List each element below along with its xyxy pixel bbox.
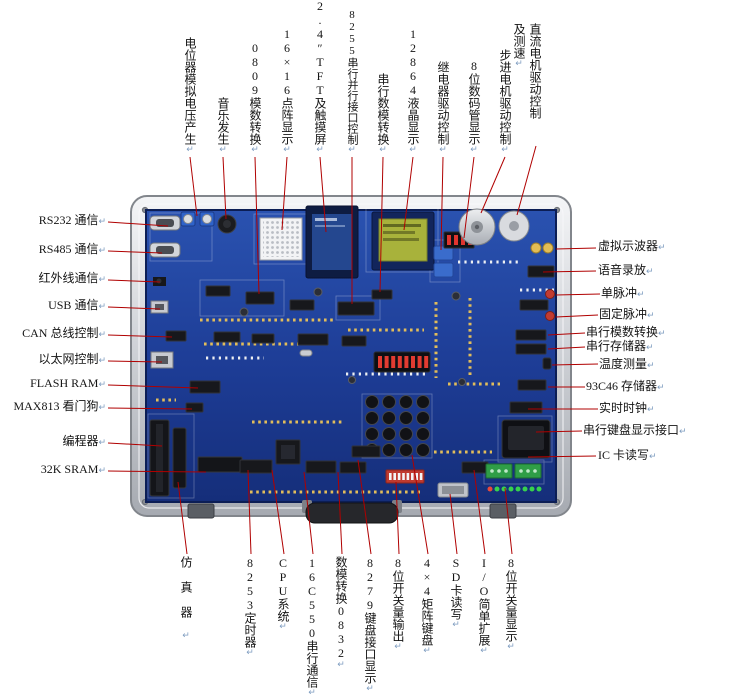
rs485-connector (149, 242, 181, 258)
label-16c550: 16C550串行通信↵ (305, 556, 319, 694)
pin-header-rows (156, 298, 500, 494)
label-fixed-pulse: 固定脉冲↵ (599, 307, 655, 321)
label-tft-touch: 2.4″TFT及触摸屏↵ (313, 0, 327, 155)
case-latch-right (489, 503, 517, 519)
temperature-sensor (542, 357, 552, 370)
label-serial-dac: 串行数模转换↵ (376, 73, 390, 155)
potentiometer-bank (180, 211, 215, 227)
crystal (299, 349, 313, 357)
label-usb: USB 通信↵ (48, 298, 106, 312)
led-row (487, 486, 542, 492)
label-io-expand: I/O简单扩展↵ (477, 556, 491, 656)
label-pot-voltage: 电位器模拟电压产生↵ (183, 37, 197, 155)
label-ethernet: 以太网控制↵ (38, 352, 106, 366)
can-chip (165, 330, 187, 342)
terminal-blocks (485, 463, 542, 479)
label-virtual-scope: 虚拟示波器↵ (598, 239, 666, 253)
label-rs485: RS485 通信↵ (38, 242, 106, 256)
label-8279: 8279键盘接口显示↵ (363, 556, 377, 694)
label-7seg-8digit: 8位数码管显示↵ (467, 59, 481, 155)
label-rs232: RS232 通信↵ (38, 213, 106, 227)
stepper-motor (458, 208, 496, 246)
label-serial-keypad-display: 串行键盘显示接口↵ (583, 423, 687, 437)
dip-switch-output (385, 469, 425, 484)
white-header-rows (206, 260, 554, 376)
label-32k-sram: 32K SRAM↵ (40, 462, 106, 476)
label-switch-output: 8位开关量输出↵ (391, 556, 405, 652)
programmer-socket (149, 419, 187, 497)
capacitors (239, 287, 466, 386)
label-ic-card: IC 卡读写↵ (598, 448, 657, 462)
label-matrix-keypad: 4×4矩阵键盘↵ (420, 556, 434, 656)
case-handle (302, 500, 402, 524)
label-voice: 语音录放↵ (598, 263, 654, 277)
label-rtc: 实时时钟↵ (599, 401, 655, 415)
label-emulator: 仿真器↵ (179, 556, 193, 654)
label-dac0832: 数模转换0832↵ (334, 556, 348, 670)
label-serial-adc: 串行模数转换↵ (586, 325, 666, 339)
ethernet-port (150, 351, 174, 369)
label-can: CAN 总线控制↵ (22, 326, 106, 340)
leader-lines (107, 145, 601, 555)
label-8253: 8253定时器↵ (243, 556, 257, 658)
rs232-connector (149, 215, 181, 231)
keypad-4x4 (365, 395, 430, 457)
label-max813: MAX813 看门狗↵ (13, 399, 106, 413)
label-switch-display: 8位开关量显示↵ (504, 556, 518, 652)
label-serial-storage: 串行存储器↵ (586, 339, 654, 353)
label-lcd12864: 12864液晶显示↵ (406, 27, 420, 155)
label-dot-matrix: 16×16点阵显示↵ (280, 27, 294, 155)
label-flash-ram: FLASH RAM↵ (30, 376, 106, 390)
flash-chip (189, 380, 221, 394)
misc-chips (205, 285, 489, 474)
pulse-buttons (545, 289, 555, 321)
case-latch-left (187, 503, 215, 519)
label-programmer: 编程器↵ (62, 434, 106, 448)
label-cpu-system: CPU系统↵ (276, 556, 290, 632)
label-sd-card: SD卡读写↵ (449, 556, 463, 630)
label-temperature: 温度测量↵ (599, 357, 655, 371)
watchdog-chip (185, 402, 204, 413)
tft-touchscreen (305, 205, 359, 279)
label-93c46: 93C46 存储器↵ (586, 379, 665, 393)
label-single-pulse: 单脉冲↵ (601, 286, 645, 300)
oscilloscope-connectors (530, 242, 554, 254)
usb-port (150, 300, 169, 314)
label-infrared: 红外线通信↵ (38, 271, 106, 285)
label-8255: 8255串行并行接口控制↵ (346, 9, 358, 155)
relays (433, 245, 454, 278)
dot-matrix-display (259, 217, 303, 261)
label-dc-motor-ctrl: 直流电机驱动控制 及测速↵ (512, 23, 542, 119)
label-music-gen: 音乐发生↵ (216, 97, 230, 155)
sd-card-slot (437, 482, 469, 498)
label-relay-ctrl: 继电器驱动控制↵ (436, 61, 450, 155)
serial-interface-chips (509, 299, 549, 414)
sram-chip (197, 456, 243, 473)
label-stepper-ctrl: 步进电机驱动控制↵ (498, 49, 512, 155)
speaker (217, 214, 237, 234)
lcd-12864 (371, 211, 435, 271)
seven-seg-display-8digit (373, 351, 431, 373)
dc-motor (498, 210, 530, 242)
label-adc0809: 0809模数转换↵ (248, 41, 262, 155)
ic-card-reader (501, 419, 551, 459)
cpu-inner (281, 445, 295, 459)
